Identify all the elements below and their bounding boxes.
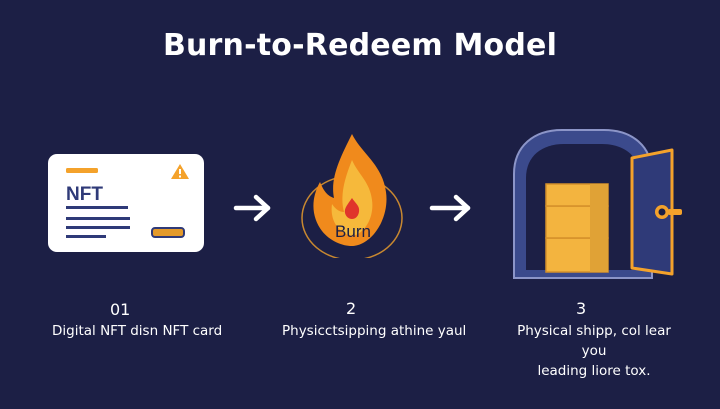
burn-flame-icon: Burn	[296, 130, 412, 258]
burn-label: Burn	[335, 222, 371, 241]
nft-card-icon: NFT	[48, 154, 204, 252]
step-description-3-line1: Physical shipp, col lear you	[517, 323, 671, 359]
vault-door-icon	[630, 148, 682, 276]
vault-icon	[508, 128, 692, 282]
step-description-3-line2: leading liore tox.	[537, 363, 651, 379]
warning-icon	[171, 164, 189, 179]
gold-boxes-icon	[545, 183, 609, 273]
nft-card-label: NFT	[66, 184, 103, 205]
step-description-2: Physicctsipping athine yaul	[282, 323, 467, 339]
step-number-1: 01	[110, 300, 131, 319]
step-number-3: 3	[576, 299, 587, 318]
diagram-title: Burn-to-Redeem Model	[162, 28, 558, 63]
step-number-2: 2	[346, 299, 357, 318]
step-description-1: Digital NFT disn NFT card	[52, 323, 223, 339]
arrow-right-icon	[232, 193, 280, 223]
step-description-3: Physical shipp, col lear you leading lio…	[504, 321, 684, 381]
arrow-right-icon	[428, 193, 476, 223]
